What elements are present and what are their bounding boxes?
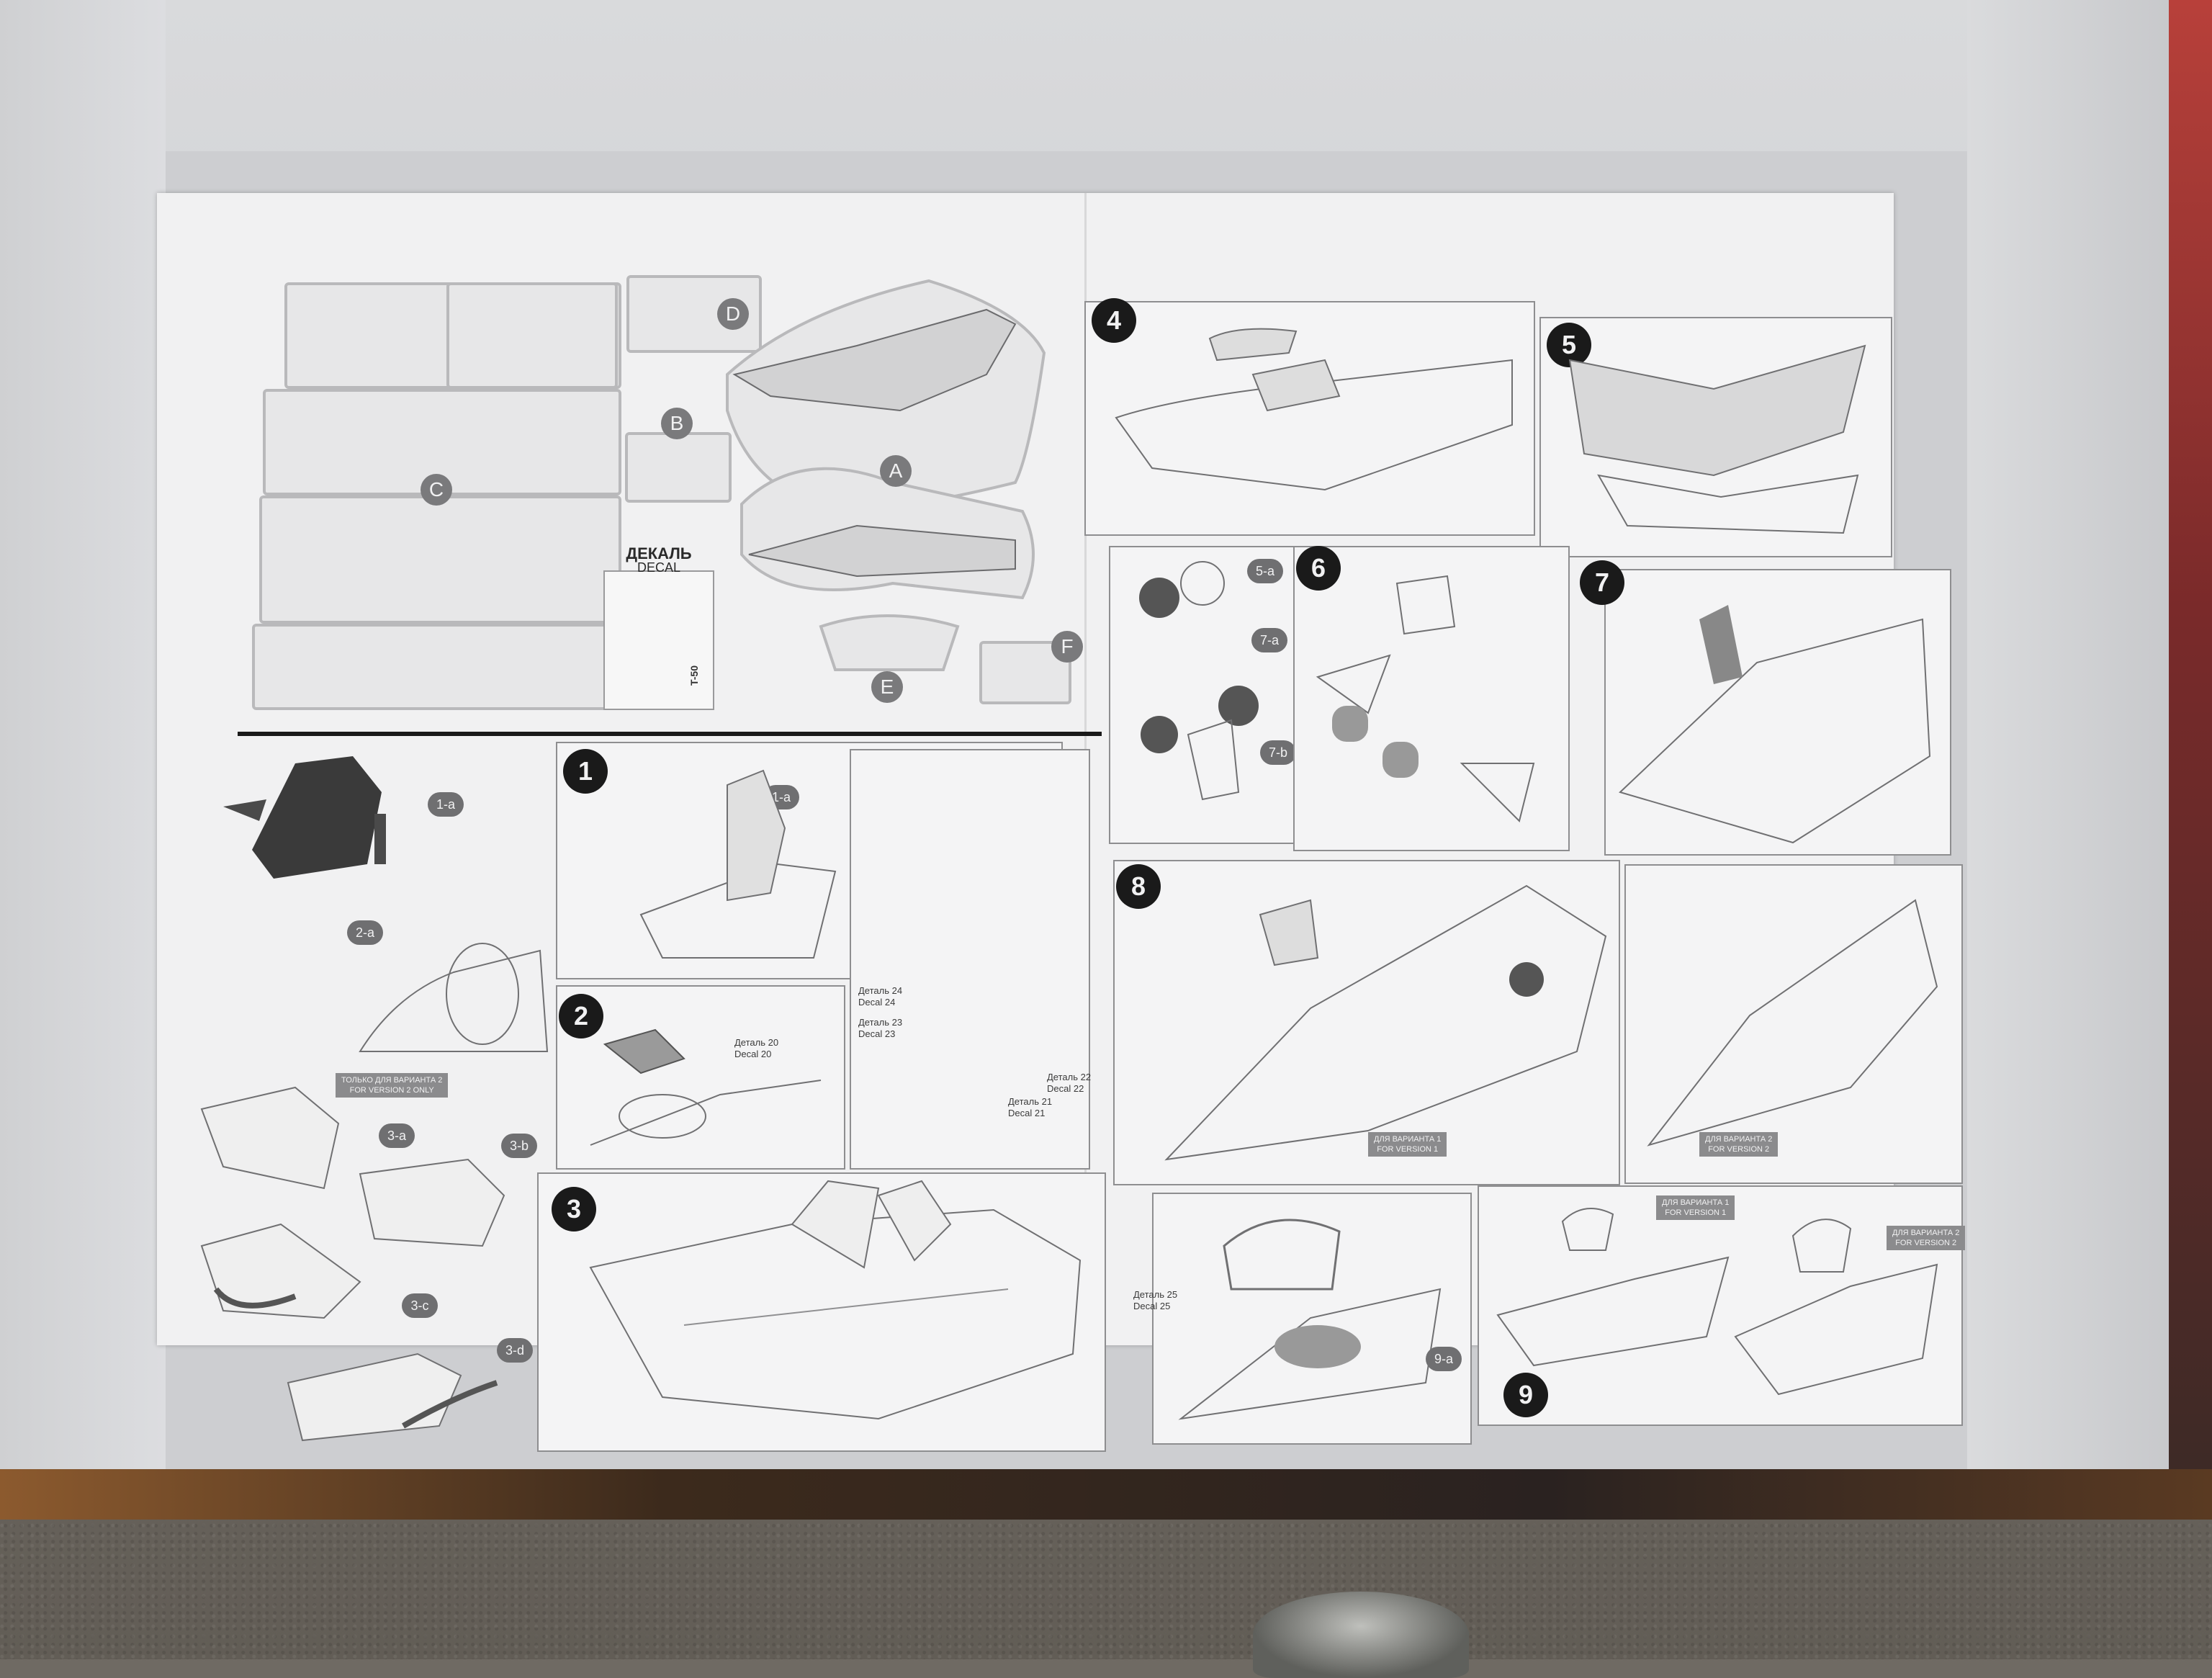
cockpit-detail-drawing — [359, 943, 549, 1052]
wheels-drawing — [1139, 561, 1259, 801]
box-left-wall — [0, 0, 166, 1498]
sprue-c-bottom — [252, 624, 621, 710]
step-8-number: 8 — [1116, 864, 1161, 909]
fuselage-assembly-drawing — [589, 1180, 1082, 1420]
sprue-letter-a: A — [880, 455, 912, 487]
step-8-version-2-drawing — [1647, 899, 1938, 1147]
decal-21-caption: Деталь 21 Decal 21 — [1008, 1096, 1053, 1118]
ejection-seat-drawing — [223, 756, 386, 879]
decal-24-caption: Деталь 24 Decal 24 — [858, 985, 903, 1008]
step-2-number: 2 — [559, 994, 603, 1038]
step-6-panel — [1293, 546, 1570, 851]
step-1-version-panel — [850, 749, 1090, 1170]
sprue-letter-e: E — [871, 671, 903, 703]
decal-22-caption: Деталь 22 Decal 22 — [1047, 1072, 1092, 1094]
sub-step-3d: 3-d — [497, 1338, 533, 1363]
sub-step-2a: 2-a — [347, 920, 383, 945]
step-4-panel — [1084, 301, 1535, 536]
sprue-c-small-parts — [446, 282, 618, 389]
decal-25-caption: Деталь 25 Decal 25 — [1133, 1289, 1178, 1311]
box-printed-edge-right — [2169, 0, 2212, 1520]
step-5-aircraft-drawing — [1568, 344, 1866, 534]
version-2-only-tag: ТОЛЬКО ДЛЯ ВАРИАНТА 2 FOR VERSION 2 ONLY — [336, 1073, 449, 1098]
step-7-number: 7 — [1580, 560, 1624, 605]
step-7-panel — [1604, 569, 1951, 856]
sub-step-3c: 3-c — [402, 1293, 438, 1318]
sub-step-5a: 5-a — [1247, 559, 1283, 583]
sprue-letter-f: F — [1051, 631, 1083, 663]
sprue-a-aircraft — [726, 279, 1046, 671]
version-2-tag-step-9: ДЛЯ ВАРИАНТА 2 FOR VERSION 2 — [1887, 1226, 1966, 1250]
version-1-tag-step-9: ДЛЯ ВАРИАНТА 1 FOR VERSION 1 — [1656, 1195, 1735, 1220]
step-4-aircraft-drawing — [1115, 328, 1513, 491]
step-2-panel — [556, 985, 845, 1170]
sprue-b — [625, 432, 732, 503]
step-9-panel — [1478, 1185, 1963, 1426]
decal-sheet — [603, 570, 714, 710]
decal-23-caption: Деталь 23 Decal 23 — [858, 1017, 903, 1039]
step-4-number: 4 — [1092, 298, 1136, 343]
sub-step-7b: 7-b — [1260, 740, 1296, 765]
box-printed-edge-bottom — [0, 1469, 2212, 1520]
decal-model-mark: T-50 — [688, 665, 701, 686]
decal-title-ru: ДЕКАЛЬ — [626, 544, 692, 562]
canopy-drawing — [1178, 1219, 1442, 1420]
version-2-tag-step-8: ДЛЯ ВАРИАНТА 2 FOR VERSION 2 — [1699, 1132, 1779, 1157]
sub-step-3b: 3-b — [501, 1134, 537, 1158]
sub-step-9a: 9-a — [1426, 1347, 1462, 1371]
step-1-number: 1 — [563, 749, 608, 794]
section-divider — [238, 732, 1102, 736]
sprue-c-lower — [259, 495, 621, 624]
decal-20-caption: Деталь 20 Decal 20 — [734, 1037, 779, 1059]
sub-step-7a: 7-a — [1251, 628, 1287, 652]
step-3-number: 3 — [552, 1187, 596, 1231]
intake-parts-drawing — [200, 1086, 505, 1442]
sprue-letter-b: B — [661, 408, 693, 439]
step-8-aircraft-drawing — [1164, 884, 1607, 1161]
step-9-number: 9 — [1503, 1373, 1548, 1417]
canopy-panel — [1152, 1193, 1472, 1445]
hobby-tool — [1253, 1592, 1469, 1678]
version-1-tag-step-8: ДЛЯ ВАРИАНТА 1 FOR VERSION 1 — [1368, 1132, 1447, 1157]
sprue-letter-d: D — [717, 298, 749, 330]
step-7-aircraft-drawing — [1619, 605, 1931, 844]
step-9-aircraft-drawing — [1496, 1208, 1938, 1396]
step-8-version-2-panel — [1624, 864, 1963, 1184]
sprue-letter-c: C — [421, 474, 452, 506]
decal-title-en: DECAL — [637, 560, 681, 575]
step-6-number: 6 — [1296, 546, 1341, 591]
sub-step-1a-left: 1-a — [428, 792, 464, 817]
sub-step-3a: 3-a — [379, 1123, 415, 1148]
exhaust-nozzles-drawing — [1316, 575, 1535, 822]
nose-section-drawing — [590, 1028, 822, 1146]
